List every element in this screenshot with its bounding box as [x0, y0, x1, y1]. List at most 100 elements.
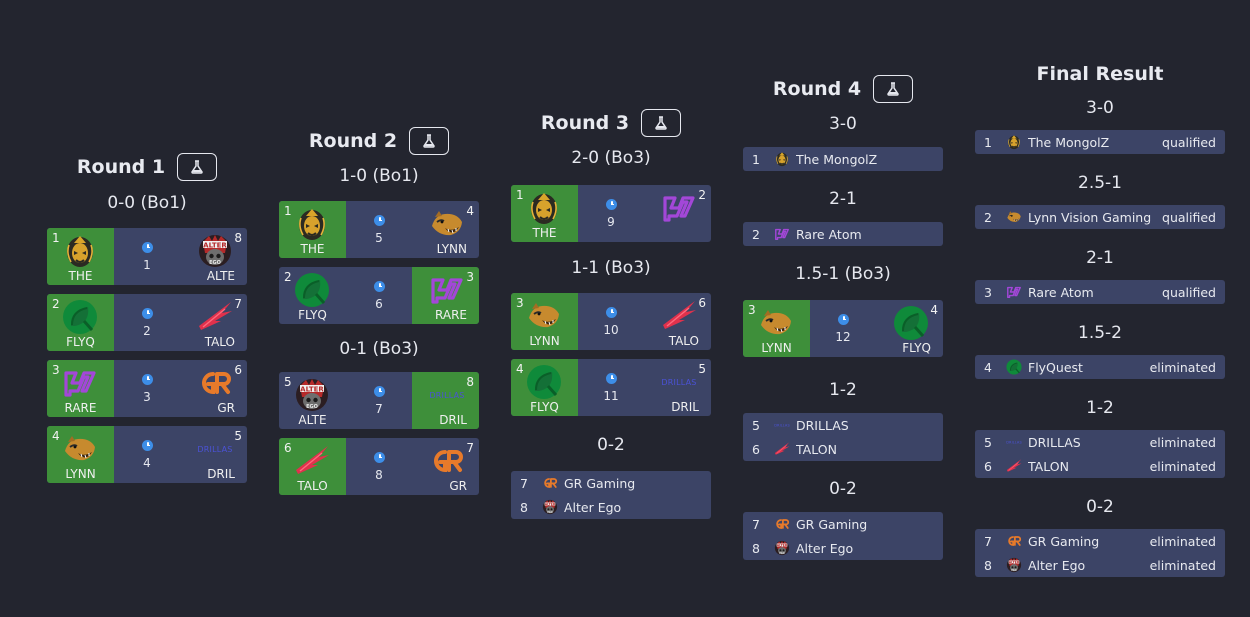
round-3-lab-button[interactable]	[641, 109, 682, 137]
seed: 7	[520, 475, 528, 491]
seed: 8	[520, 499, 528, 515]
match-info: 9	[578, 185, 644, 242]
lynn-logo	[1004, 209, 1024, 225]
status-badge: eliminated	[1149, 557, 1216, 573]
round-1-lab-button[interactable]	[177, 153, 218, 181]
status-badge: qualified	[1162, 284, 1216, 300]
seed: 5	[984, 434, 992, 450]
team-name: DRILLAS	[796, 417, 849, 433]
round-title: Round 3	[540, 112, 630, 134]
talon-logo	[294, 443, 330, 479]
alterego-logo	[197, 233, 233, 269]
match-number: 4	[143, 455, 151, 470]
team-name: TALON	[1028, 458, 1069, 474]
group-title: 0-2	[597, 435, 625, 455]
team-abbr: FLYQ	[66, 335, 95, 349]
round-title: Round 4	[772, 78, 862, 100]
team-abbr: FLYQ	[902, 341, 931, 355]
group-title: 2-0 (Bo3)	[571, 148, 651, 168]
team-abbr: TALO	[204, 335, 235, 349]
clock-icon	[141, 241, 153, 253]
seed: 3	[748, 303, 756, 317]
team-abbr: ALTE	[298, 413, 327, 427]
team-abbr: DRIL	[207, 467, 235, 481]
grgaming-logo	[1004, 533, 1024, 549]
round-4-lab-button[interactable]	[873, 75, 914, 103]
seed: 1	[284, 204, 292, 218]
team-name: The MongolZ	[1028, 134, 1110, 150]
seed: 2	[984, 209, 992, 225]
seed: 6	[234, 363, 242, 377]
talon-logo	[197, 299, 233, 335]
grgaming-logo	[197, 365, 233, 401]
group-title: 1-2	[1086, 398, 1114, 418]
group-title: 2-1	[829, 189, 857, 209]
group-title: 1-0 (Bo1)	[339, 166, 419, 186]
seed: 5	[234, 429, 242, 443]
clock-icon	[605, 372, 617, 384]
round-2-lab-button[interactable]	[409, 127, 450, 155]
match-number: 12	[835, 329, 851, 344]
seed: 8	[752, 540, 760, 556]
talon-logo	[661, 298, 697, 334]
flyquest-logo	[526, 364, 562, 400]
team-rareatom[interactable]: 2	[644, 185, 711, 242]
flyquest-logo	[294, 272, 330, 308]
seed: 1	[984, 134, 992, 150]
status-badge: eliminated	[1149, 458, 1216, 474]
